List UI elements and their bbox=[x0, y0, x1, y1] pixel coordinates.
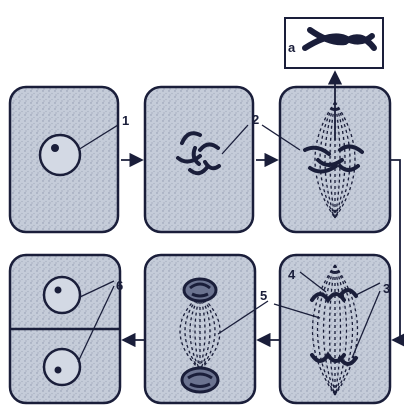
cell-daughter-cells bbox=[10, 255, 120, 403]
daughter-nucleus-top bbox=[44, 277, 80, 313]
label-daughter-nuclei: 6 bbox=[116, 278, 123, 293]
daughter-nucleus-bottom bbox=[44, 349, 80, 385]
cell-telophase bbox=[145, 255, 255, 403]
label-spindle: 5 bbox=[260, 288, 267, 303]
cell-anaphase bbox=[280, 255, 390, 403]
chromosome-cluster-top bbox=[184, 279, 216, 301]
cell-prophase bbox=[145, 87, 253, 232]
label-chromatids: 3 bbox=[383, 281, 390, 296]
label-nucleus: 1 bbox=[122, 113, 129, 128]
label-pole: 4 bbox=[288, 267, 296, 282]
chromosome-inset: a bbox=[285, 18, 383, 68]
nucleolus bbox=[51, 144, 59, 152]
chromosome-cluster-bottom bbox=[182, 368, 218, 392]
cell-interphase bbox=[10, 87, 118, 232]
label-chromosomes: 2 bbox=[252, 112, 259, 127]
inset-label: a bbox=[288, 40, 296, 55]
nucleus bbox=[40, 135, 80, 175]
arrow-3-to-4 bbox=[390, 160, 400, 340]
